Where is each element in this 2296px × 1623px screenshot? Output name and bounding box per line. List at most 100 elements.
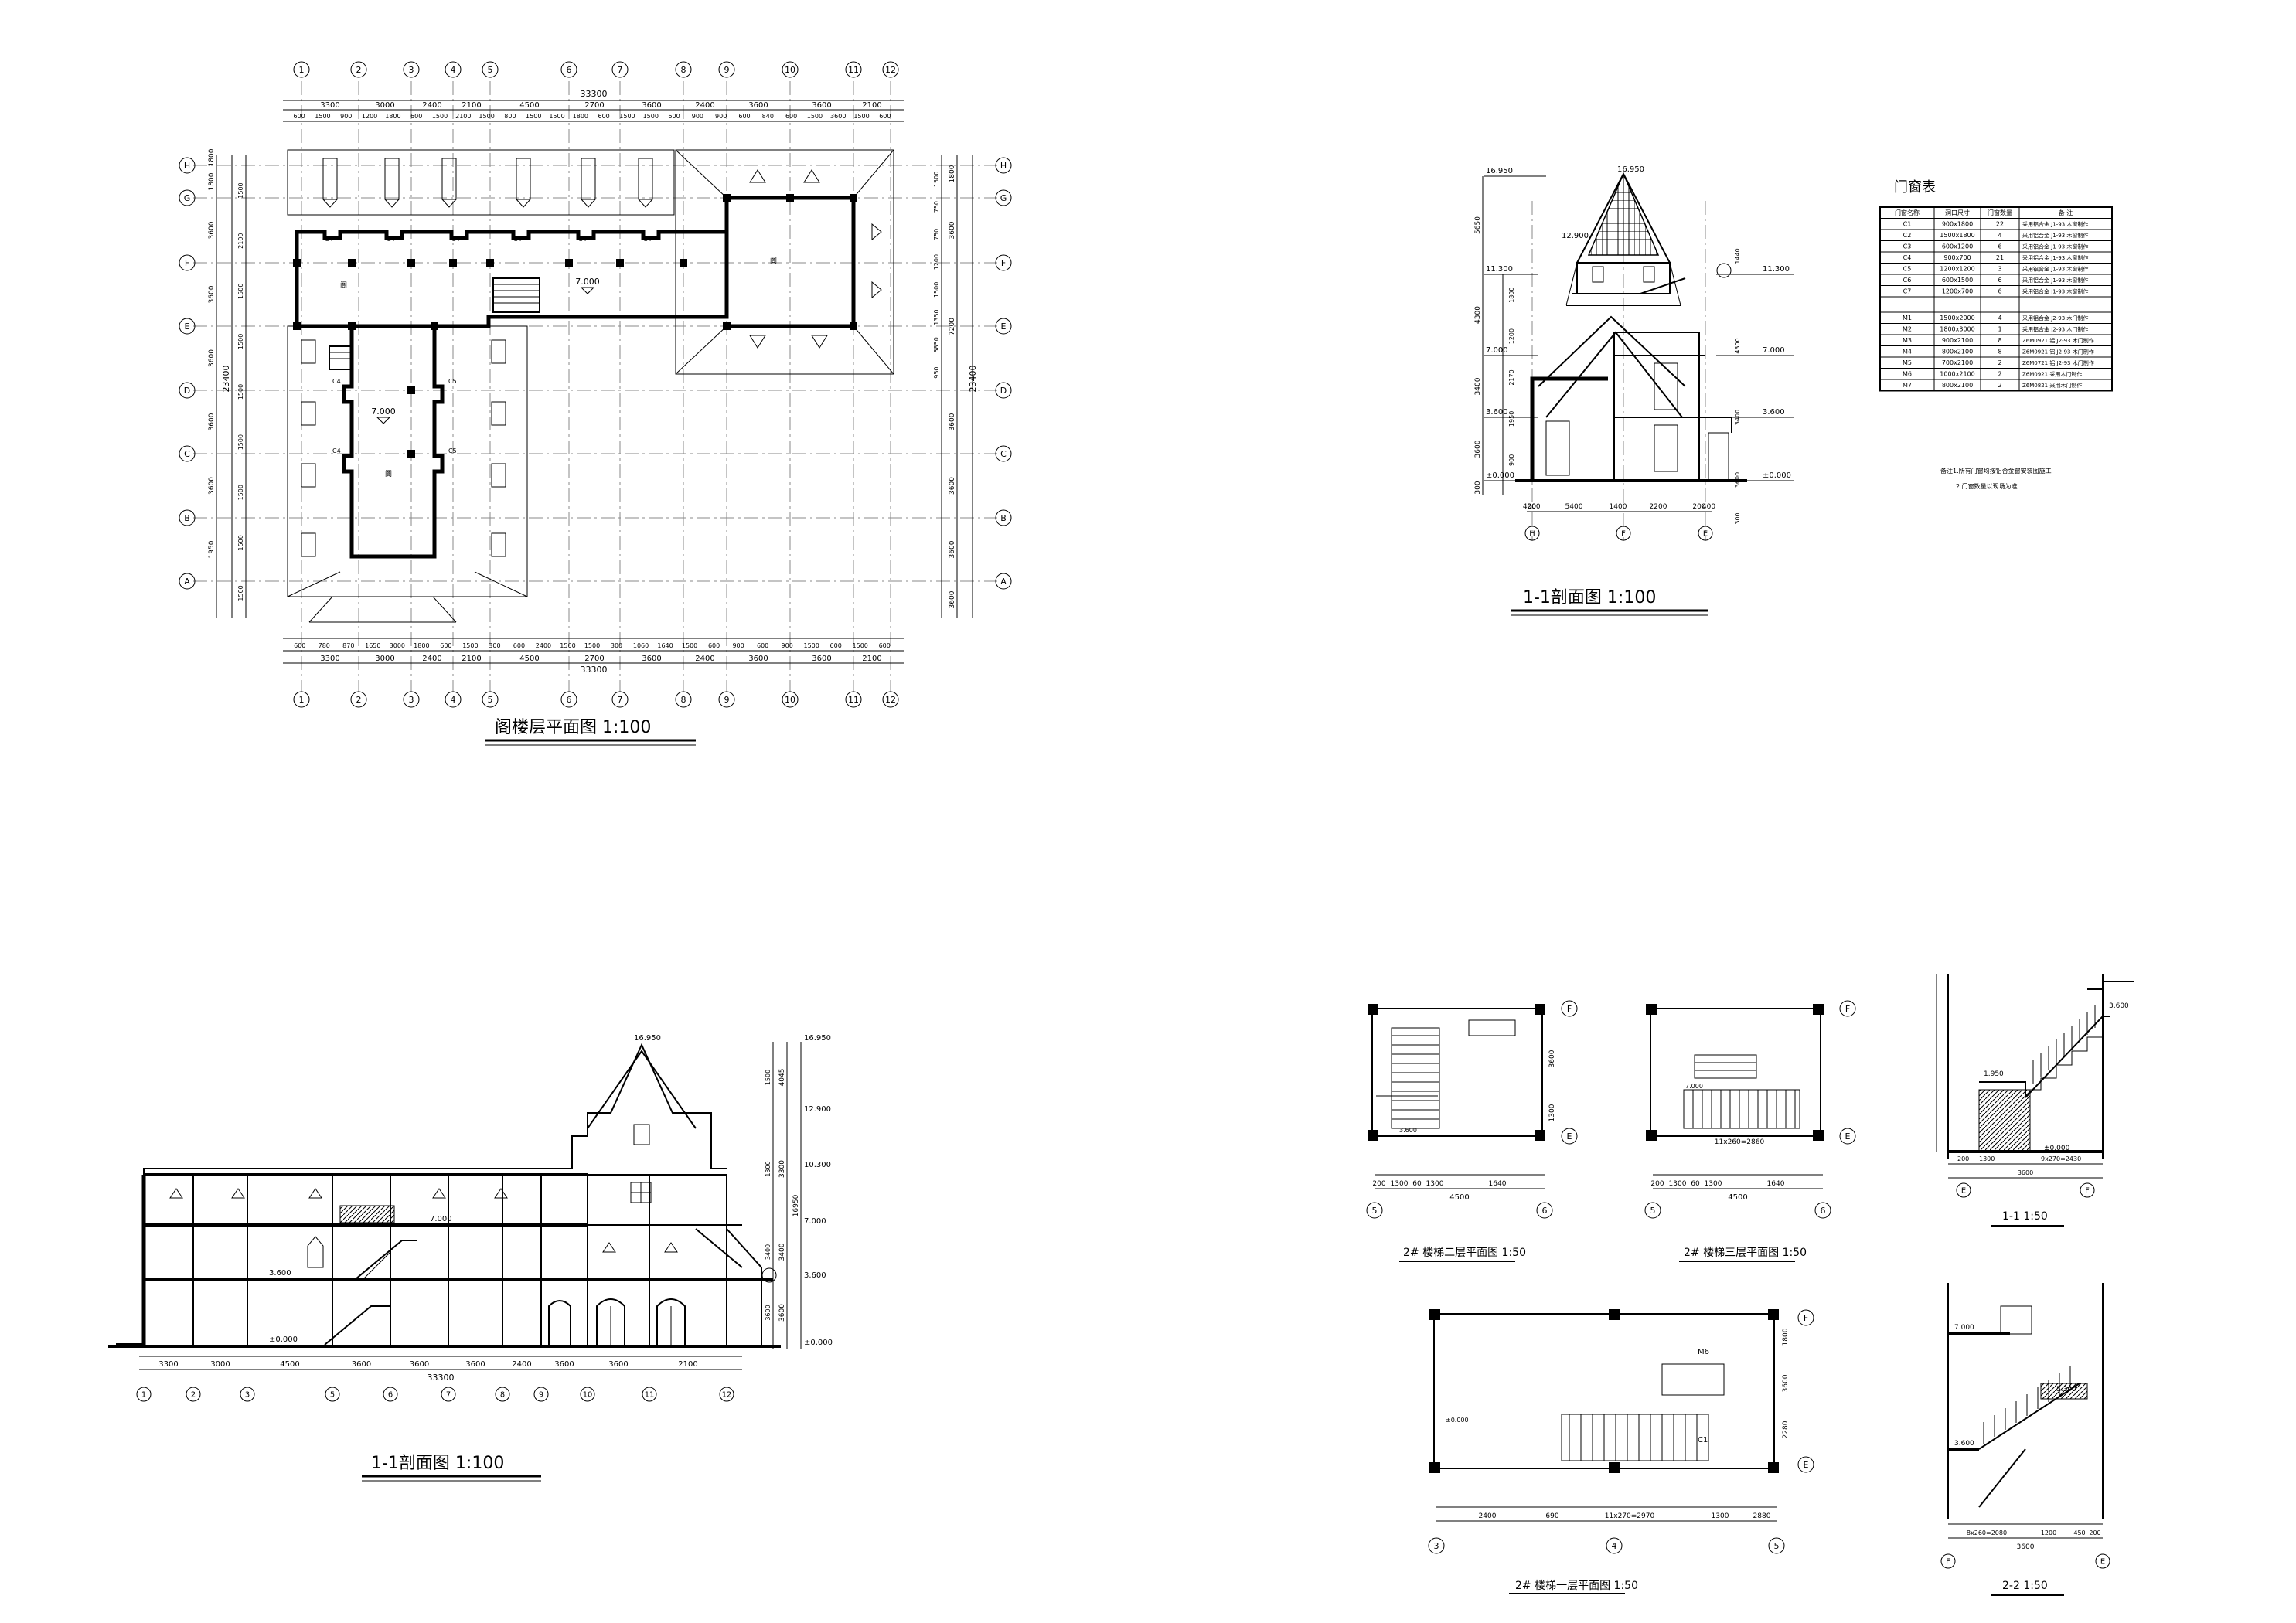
door-window-note-2: 2.门窗数量以现场为准 xyxy=(1956,482,2018,490)
attic-axis-bottom-2-circle xyxy=(350,691,367,708)
attic-axis-left-H-label: H xyxy=(184,161,190,171)
stair1-side-1: 1300 xyxy=(1548,1104,1556,1121)
attic-dim-left-0: 1800 xyxy=(208,148,216,166)
attic-dim-bottom1-9: 600 xyxy=(513,642,525,649)
attic-dim-top2-14: 1500 xyxy=(619,113,635,120)
dw-row-3-3: 采用铝合金 J1-93 木窗制作 xyxy=(2022,254,2088,261)
dw-row-6-1: 1200x700 xyxy=(1942,288,1973,295)
attic-dim-top2-5: 600 xyxy=(410,113,422,120)
attic-axis-left-A: A xyxy=(179,573,196,590)
attic-dim-top2-7: 2100 xyxy=(455,113,471,120)
stair2-elev: 7.000 xyxy=(1685,1083,1703,1090)
stair2-axis-6-label: 6 xyxy=(1821,1206,1826,1216)
long-axis-12-circle xyxy=(719,1387,734,1402)
dw-row-1-0: C2 xyxy=(1903,232,1912,239)
dw-row-4-2: 3 xyxy=(1998,266,2001,273)
attic-dim-top-total: 33300 xyxy=(581,89,608,99)
dw-row-5-2: 6 xyxy=(1998,277,2001,284)
attic-axis-top-10-label: 10 xyxy=(785,65,795,75)
attic-axis-right-D-label: D xyxy=(1000,386,1007,396)
stair2-axis-E: E xyxy=(1839,1128,1856,1145)
attic-dim-bottom1-13: 300 xyxy=(611,642,622,649)
stair2-axis-F: F xyxy=(1839,1000,1856,1017)
attic-dim-bottom1-6: 600 xyxy=(440,642,451,649)
tower-top-elev: 16.950 xyxy=(1617,165,1644,174)
stair3-tag-c1: C1 xyxy=(1698,1436,1708,1444)
tower-axis-F-label: F xyxy=(1621,530,1626,539)
attic-axis-right-E: E xyxy=(995,318,1012,335)
attic-axis-left-D-circle xyxy=(179,382,196,399)
attic-axis-right-C-label: C xyxy=(1000,449,1007,459)
attic-axis-bottom-3-label: 3 xyxy=(409,695,414,705)
long-dim-right-inner-1: 1300 xyxy=(765,1161,772,1176)
long-dim-bottom-6: 2400 xyxy=(512,1360,531,1369)
attic-column-15 xyxy=(431,322,438,330)
tower-dim-left-inner-4: 900 xyxy=(1508,454,1515,466)
long-dims-total: 33300 xyxy=(428,1373,455,1383)
stair-sec11-axis-E: E xyxy=(1956,1182,1971,1198)
long-axis-3-label: 3 xyxy=(245,1391,250,1400)
attic-axis-left-A-circle xyxy=(179,573,196,590)
stair-section-1-1-title: 1-1 1:50 xyxy=(2002,1210,2048,1223)
long-axis-5-circle xyxy=(325,1387,340,1402)
attic-axis-top-11: 11 xyxy=(845,61,862,78)
stair2-axis-F-circle xyxy=(1839,1000,1856,1017)
long-axis-1: 1 xyxy=(136,1387,152,1402)
dw-row-10-0: M4 xyxy=(1903,349,1912,356)
long-dim-bottom-9: 2100 xyxy=(678,1360,697,1369)
stair-sec11-dim-4: 9x270=2430 xyxy=(2041,1155,2081,1162)
attic-dim-top2-4: 1800 xyxy=(385,113,400,120)
attic-axis-right-F-label: F xyxy=(1001,258,1006,268)
stair-section-2-2-title: 2-2 1:50 xyxy=(2002,1580,2048,1592)
attic-axis-top-6-circle xyxy=(560,61,577,78)
tower-axis-H-label: H xyxy=(1529,530,1535,539)
stair-sec22-axis-E-circle xyxy=(2095,1553,2110,1569)
attic-axis-top-3-label: 3 xyxy=(409,65,414,75)
long-axis-9-label: 9 xyxy=(539,1391,543,1400)
stair3-axis-F: F xyxy=(1797,1309,1814,1326)
dw-row-13-2: 2 xyxy=(1998,382,2001,389)
attic-dim-bottom1-21: 1500 xyxy=(804,642,819,649)
long-axis-5-label: 5 xyxy=(330,1391,335,1400)
attic-axis-right-H-label: H xyxy=(1000,161,1007,171)
attic-dim-bottom: 33300 xyxy=(283,638,904,675)
attic-dim-bottom1-2: 870 xyxy=(342,642,354,649)
stair1-dim-0: 200 xyxy=(1372,1180,1385,1188)
stair3-axis-4-label: 4 xyxy=(1612,1541,1617,1551)
dw-row-4-0: C5 xyxy=(1903,266,1912,273)
stair3-side-0: 1800 xyxy=(1782,1328,1790,1346)
attic-dim-bottom1-20: 900 xyxy=(782,642,793,649)
attic-axis-left-B-label: B xyxy=(184,513,190,523)
stair1-axis-5-label: 5 xyxy=(1372,1206,1378,1216)
stair3-axis-F-circle xyxy=(1797,1309,1814,1326)
attic-column-16 xyxy=(407,386,415,394)
stair3-elev: ±0.000 xyxy=(1446,1417,1469,1424)
long-dim-bottom-4: 3600 xyxy=(410,1360,429,1369)
stair3-dim-4: 2880 xyxy=(1753,1512,1771,1520)
attic-dim-right-inner-0: 1500 xyxy=(933,172,940,187)
tower-dim-bottom-0: 400 xyxy=(1523,503,1536,511)
attic-dim-top2-1: 1500 xyxy=(315,113,330,120)
attic-axis-bottom-12-circle xyxy=(882,691,899,708)
attic-window-tag-0: C4 xyxy=(325,236,333,243)
tower-axis-E-label: E xyxy=(1703,530,1708,539)
attic-axis-left-E: E xyxy=(179,318,196,335)
long-axis-12-label: 12 xyxy=(722,1391,732,1400)
attic-axis-bottom-8: 8 xyxy=(675,691,692,708)
stair-plan-1f-title: 2# 楼梯一层平面图 1:50 xyxy=(1515,1580,1638,1592)
attic-axis-top-2-circle xyxy=(350,61,367,78)
attic-axis-top-3-circle xyxy=(403,61,420,78)
dw-row-0-1: 900x1800 xyxy=(1942,221,1973,228)
attic-dim-bottom1-24: 600 xyxy=(879,642,891,649)
attic-column-3 xyxy=(449,259,457,267)
long-dim-bottom-5: 3600 xyxy=(465,1360,485,1369)
long-dim-bottom-3: 3600 xyxy=(352,1360,371,1369)
attic-dim-top2-25: 600 xyxy=(879,113,891,120)
stair1-axis-F: F xyxy=(1561,1000,1578,1017)
